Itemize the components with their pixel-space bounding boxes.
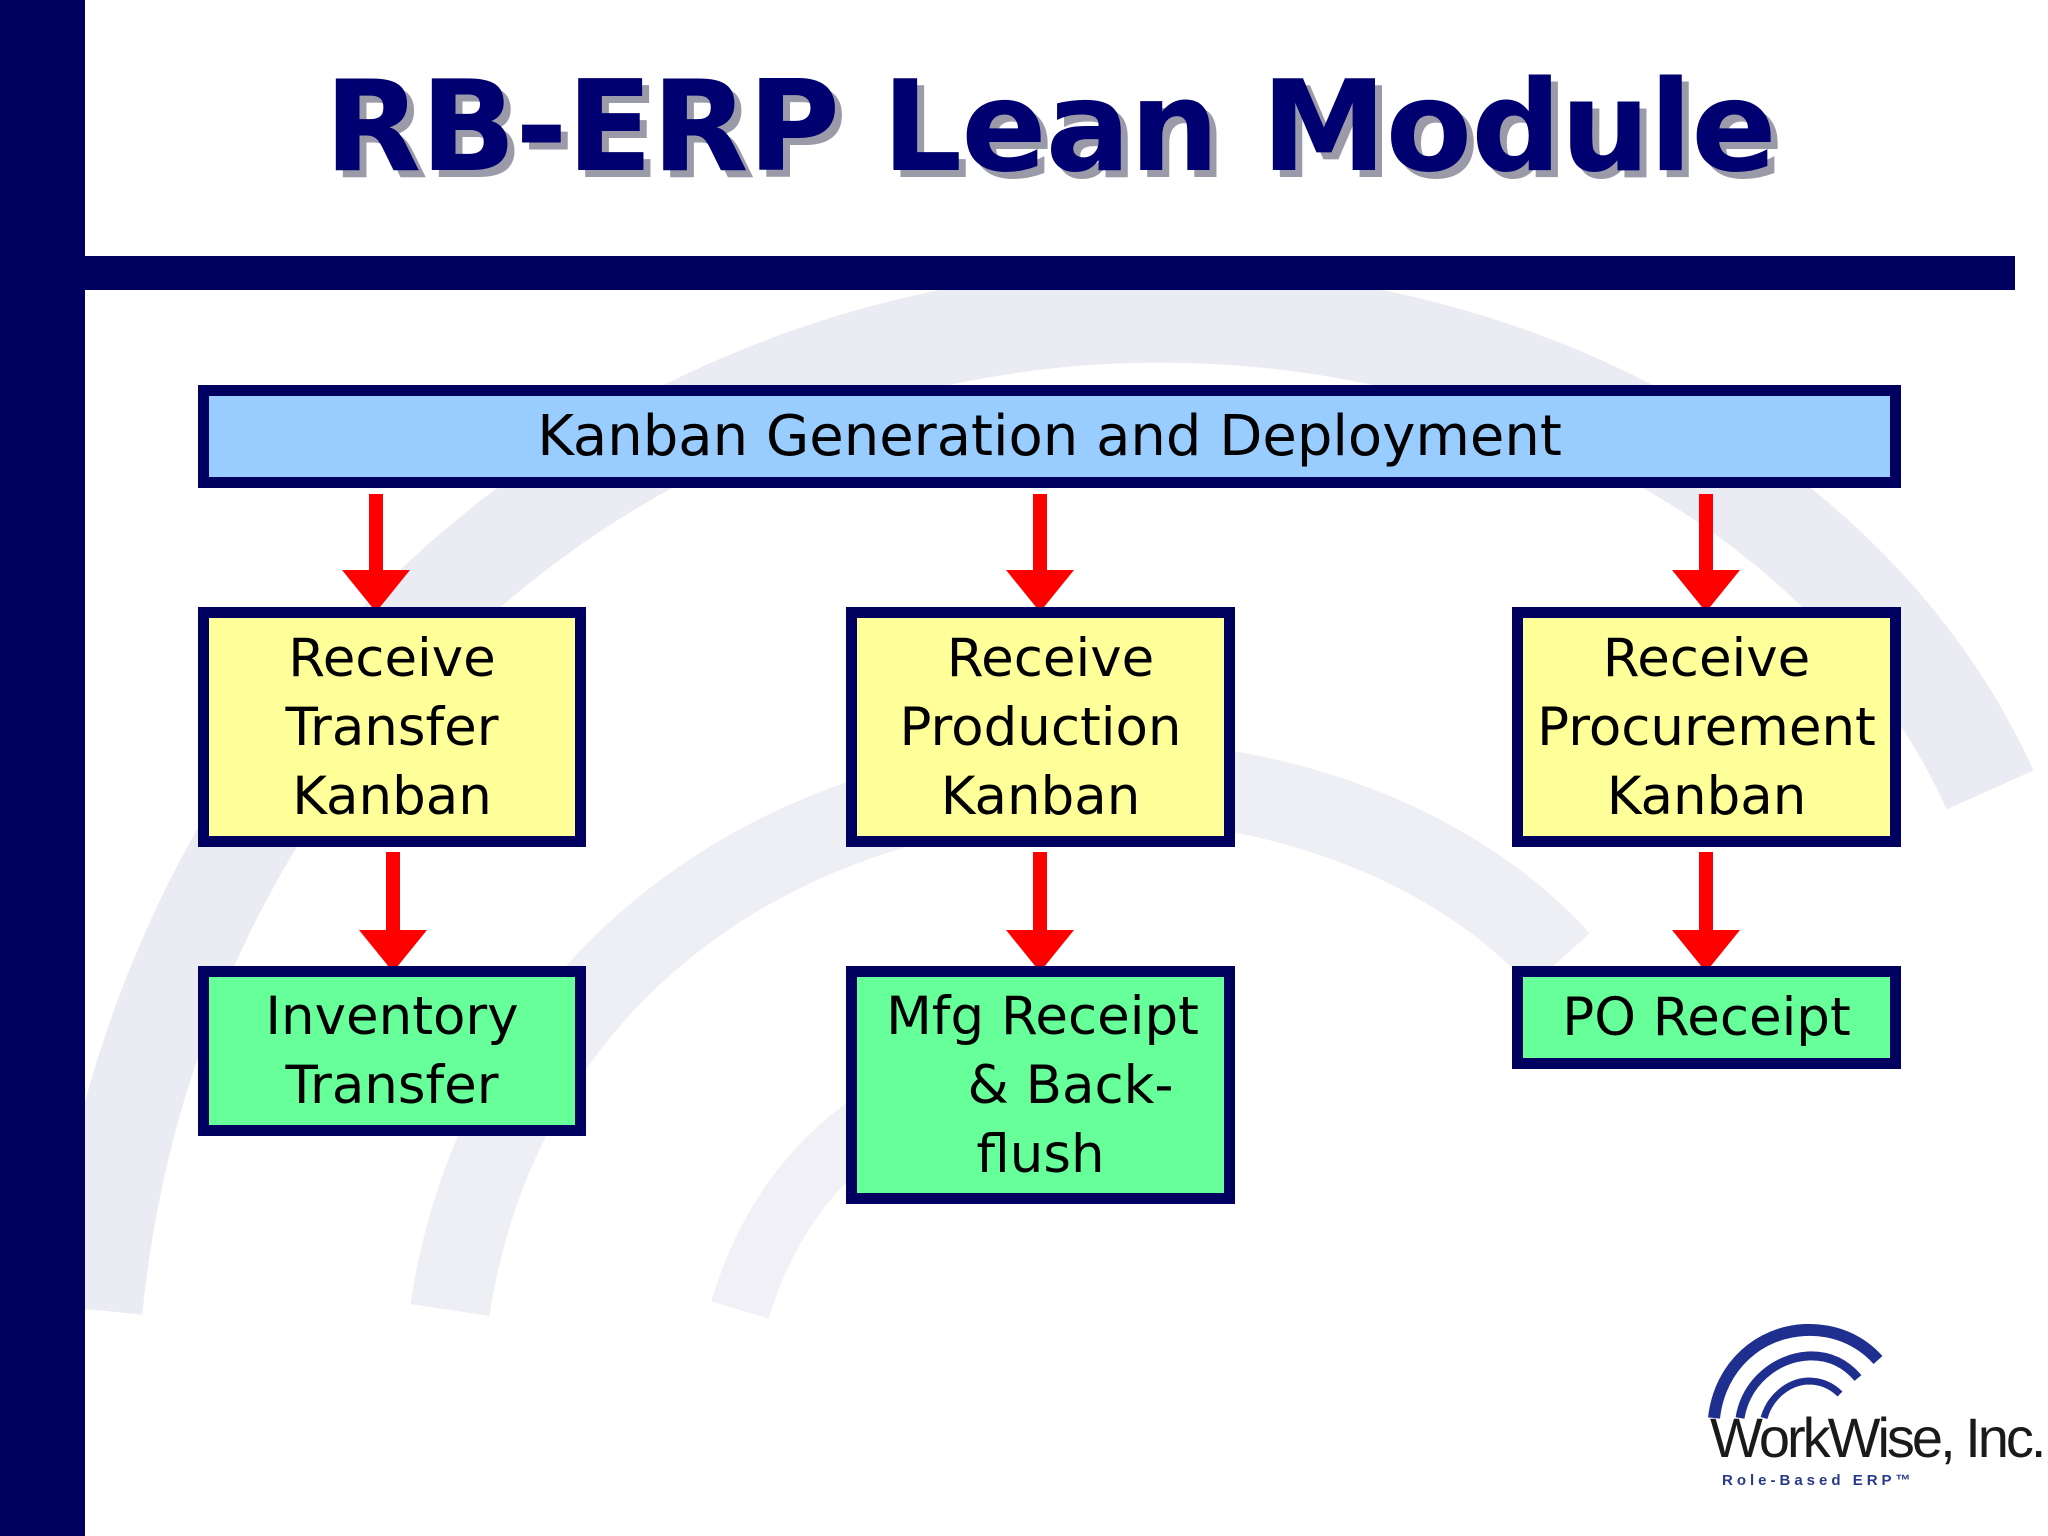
receive-production-kanban-box: Receive Production Kanban xyxy=(846,607,1235,847)
arrow-down-2 xyxy=(1006,494,1074,612)
box-line: & Back- xyxy=(967,1054,1174,1116)
box-line: Kanban xyxy=(940,765,1141,827)
arrow-down-4 xyxy=(359,852,427,972)
arrow-down-5 xyxy=(1006,852,1074,972)
title-underline-bar xyxy=(85,256,2015,290)
box-line: Mfg Receipt xyxy=(886,985,1199,1047)
kanban-generation-label: Kanban Generation and Deployment xyxy=(537,404,1562,469)
kanban-generation-box: Kanban Generation and Deployment xyxy=(198,385,1901,488)
po-receipt-box: PO Receipt xyxy=(1512,966,1901,1069)
box-line: Receive xyxy=(946,627,1155,689)
box-line: Receive xyxy=(1602,627,1811,689)
arrow-down-3 xyxy=(1672,494,1740,612)
arrow-down-1 xyxy=(342,494,410,612)
box-line: flush xyxy=(976,1123,1105,1185)
box-line: Transfer xyxy=(285,1055,499,1116)
workwise-swoosh-icon xyxy=(1708,1323,1883,1420)
workwise-logo-name: WorkWise, Inc. xyxy=(1710,1406,2046,1469)
arrow-down-6 xyxy=(1672,852,1740,972)
box-line: Inventory xyxy=(265,986,519,1047)
inventory-transfer-box: Inventory Transfer xyxy=(198,966,586,1136)
box-line: Receive xyxy=(288,627,496,689)
left-accent-bar xyxy=(0,0,85,1536)
workwise-logo-tagline: Role-Based ERP™ xyxy=(1722,1472,1915,1489)
box-line: Production xyxy=(899,696,1182,758)
receive-procurement-kanban-box: Receive Procurement Kanban xyxy=(1512,607,1901,847)
box-line: Procurement xyxy=(1537,696,1876,758)
box-line: Transfer xyxy=(285,696,499,758)
box-line: Kanban xyxy=(292,765,492,827)
receive-transfer-kanban-box: Receive Transfer Kanban xyxy=(198,607,586,847)
box-line: PO Receipt xyxy=(1562,987,1851,1048)
slide-title: RB-ERP Lean Module xyxy=(324,53,1777,200)
box-line: Kanban xyxy=(1606,765,1807,827)
mfg-receipt-backflush-box: Mfg Receipt & Back- flush xyxy=(846,966,1235,1204)
